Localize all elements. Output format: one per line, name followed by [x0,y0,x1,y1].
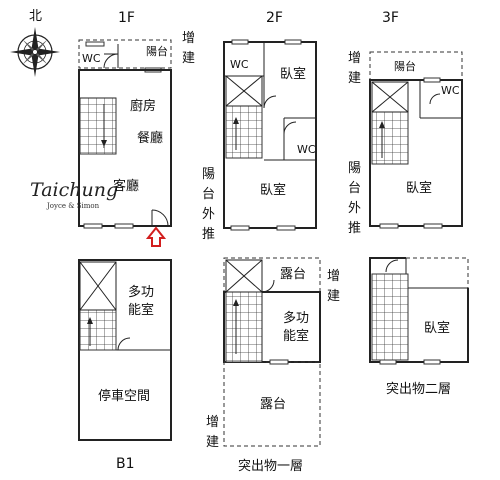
roof1-addition-bottom-char-2: 建 [206,435,219,450]
roof1-terrace-top-label: 露台 [280,267,306,282]
roof1-addition-top-char-1: 增 [327,269,340,284]
floor-roof2-plan: 臥室 突出物二層 [369,257,469,397]
floor-b1-plan: 多功 能室 停車空間 B1 [78,259,172,472]
f2-bedroom-main-label: 臥室 [260,182,286,198]
b1-parking-label: 停車空間 [98,388,150,404]
compass-icon [10,27,60,77]
f1-kitchen-label: 廚房 [130,98,156,114]
b1-multi-label-2: 能室 [128,302,154,318]
roof1-multi-label-1: 多功 [283,310,309,326]
f3-push-char-2: 台 [348,181,361,196]
f3-push-char-3: 外 [348,201,361,216]
f1-living-label: 客廳 [113,178,139,194]
f3-wc-label: WC [441,84,460,97]
floor-2f-plan: 2F WC 臥室 WC 臥室 陽 台 外 推 [202,10,317,242]
f1-addition-char-2: 建 [182,51,195,66]
brand-subtitle: Joyce & Simon [46,202,100,210]
roof1-addition-bottom-char-1: 增 [206,415,219,430]
compass-north-label: 北 [29,9,42,24]
floor-b1-label: B1 [116,456,135,472]
f2-push-char-1: 陽 [202,167,215,182]
f2-wc-mid-label: WC [297,143,316,156]
f3-push-char-4: 推 [348,221,361,236]
floor-2f-label: 2F [266,10,283,26]
b1-multi-label-1: 多功 [128,284,154,300]
f2-push-char-3: 外 [202,207,215,222]
floor-3f-plan: 3F 陽台 WC 臥室 增 建 陽 台 外 推 [348,10,463,236]
f3-addition-char-1: 增 [348,51,361,66]
brand-title: Taichung [30,179,118,201]
floor-roof2-label: 突出物二層 [386,381,451,397]
roof1-addition-top-char-2: 建 [327,289,340,304]
roof1-multi-label-2: 能室 [283,328,309,344]
floor-roof1-plan: 露台 多功 能室 露台 增 建 增 建 突出物一層 [206,257,340,474]
roof1-terrace-bottom-label: 露台 [260,397,286,412]
f3-balcony-label: 陽台 [394,59,416,73]
f3-bedroom-label: 臥室 [406,180,432,196]
f1-dining-label: 餐廳 [137,130,163,146]
floor-1f-label: 1F [118,10,135,26]
f3-addition-char-2: 建 [348,71,361,86]
f2-push-char-2: 台 [202,187,215,202]
f2-wc-top-label: WC [230,58,249,71]
f2-push-char-4: 推 [202,227,215,242]
f2-bedroom-top-label: 臥室 [280,66,306,82]
f1-balcony-label: 陽台 [146,44,168,58]
entrance-arrow-icon [145,226,167,247]
roof2-bedroom-label: 臥室 [424,320,450,336]
f1-wc-label: WC [82,52,101,65]
floor-roof1-label: 突出物一層 [238,458,303,474]
floor-3f-label: 3F [382,10,399,26]
floor-1f-plan: 1F WC 陽台 增 建 廚房 餐廳 客廳 [78,10,195,229]
f3-push-char-1: 陽 [348,161,361,176]
f1-addition-char-1: 增 [182,31,195,46]
